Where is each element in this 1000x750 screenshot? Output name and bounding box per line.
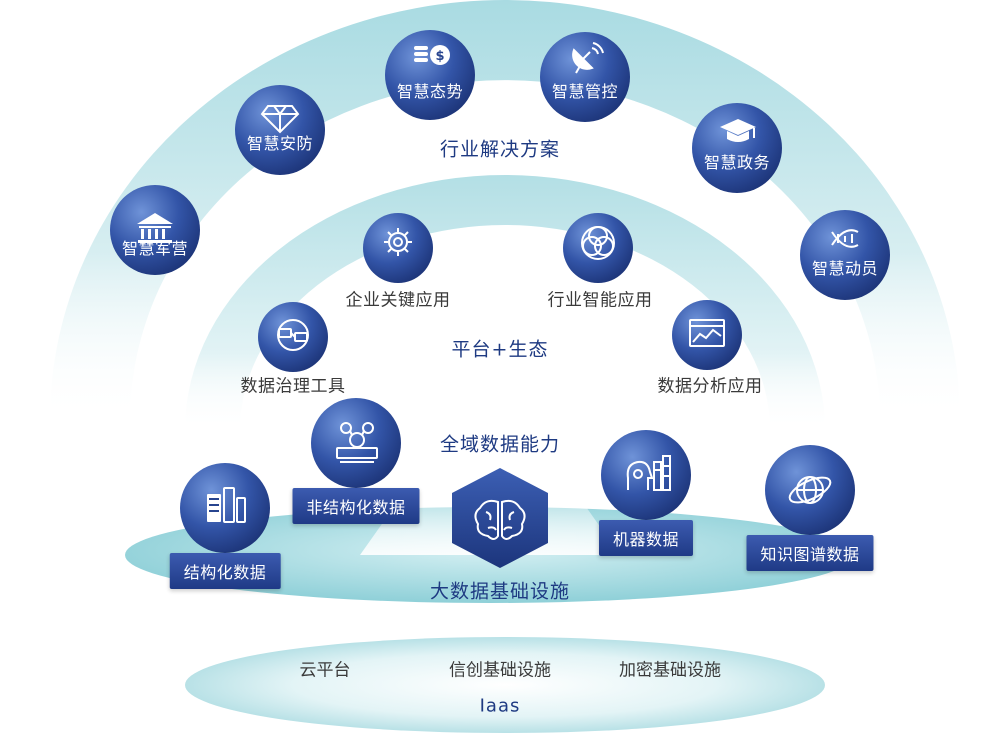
graduation-cap-icon [720,119,756,142]
infrastructure-title: 大数据基础设施 [429,580,571,603]
data-capability-title: 全域数据能力 [439,433,561,456]
industry-label-military: 智慧军营 [121,239,189,258]
industry-item-situation[interactable]: $ [385,30,475,120]
data-item-unstructured[interactable] [311,398,401,488]
industry-label-security: 智慧安防 [246,134,314,153]
diamond-icon [260,105,300,134]
data-item-knowledge-graph[interactable] [765,445,855,535]
industry-label-situation: 智慧态势 [396,82,464,101]
iaas-title: Iaas [479,695,521,717]
platform-title: 平台+生态 [451,338,549,361]
network-node-icon [336,422,378,463]
bank-icon [137,213,173,243]
platform-item-enterprise[interactable] [363,213,433,283]
platform-label-industry-ai: 行业智能应用 [547,290,653,311]
center-hexagon[interactable] [452,468,548,568]
industry-item-security[interactable] [235,85,325,175]
platform-item-industry-ai[interactable] [563,213,633,283]
industry-label-government: 智慧政务 [703,153,771,172]
platform-label-analysis: 数据分析应用 [657,376,763,397]
brain-icon [474,499,526,540]
data-tag-machine[interactable]: 机器数据 [598,520,694,556]
platform-item-analysis[interactable] [672,300,742,370]
venn-circles-icon [581,226,615,260]
platform-label-governance: 数据治理工具 [240,376,346,397]
ai-head-icon [626,455,671,491]
platform-arc-band [185,175,825,430]
chart-window-icon [689,319,725,347]
data-tag-structured[interactable]: 结构化数据 [169,553,281,589]
gear-icon [384,228,412,256]
globe-icon [788,476,832,504]
industry-item-military[interactable] [110,185,200,275]
industry-label-mobilization: 智慧动员 [811,259,879,278]
data-link-icon [277,319,309,351]
platform-item-governance[interactable] [258,302,328,372]
industry-item-mobilization[interactable] [800,210,890,300]
industry-item-control[interactable] [540,32,630,122]
coins-icon: $ [414,45,450,65]
svg-text:$: $ [435,49,444,64]
iaas-item-xinchuang: 信创基础设施 [449,660,551,681]
platform-label-enterprise: 企业关键应用 [345,290,451,311]
industry-label-control: 智慧管控 [551,82,619,101]
iaas-item-cloud: 云平台 [299,660,351,681]
data-tag-knowledge-graph[interactable]: 知识图谱数据 [746,535,874,571]
iaas-item-encryption: 加密基础设施 [619,660,721,681]
data-tag-unstructured[interactable]: 非结构化数据 [292,488,420,524]
industry-item-government[interactable] [692,103,782,193]
data-item-structured[interactable] [180,463,270,553]
data-item-machine[interactable] [601,430,691,520]
iaas-ellipse [185,637,825,733]
dna-icon [831,229,859,248]
satellite-dish-icon [572,42,604,74]
server-rack-icon [207,487,246,523]
industry-title: 行业解决方案 [439,138,561,161]
